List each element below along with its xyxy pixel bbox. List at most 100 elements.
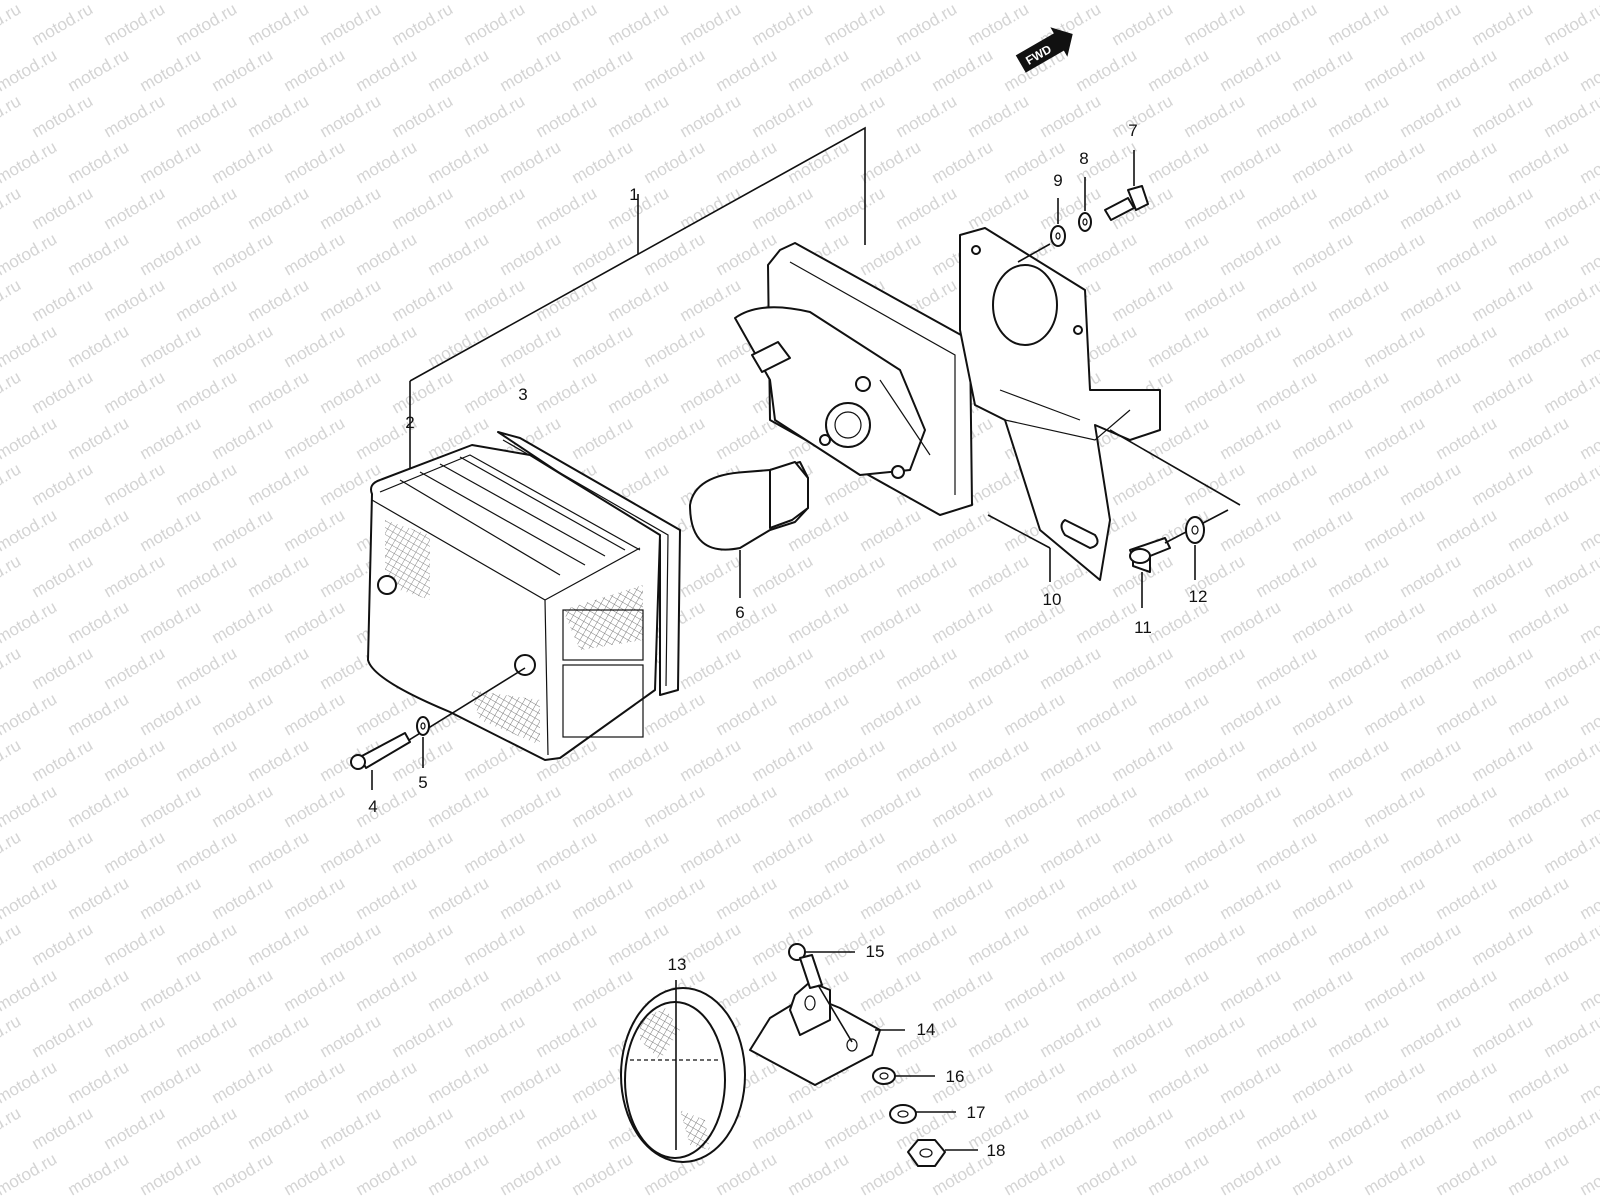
watermark-text: motod.ru [29,643,97,693]
watermark-text: motod.ru [173,1011,241,1061]
watermark-text: motod.ru [353,873,421,923]
watermark-text: motod.ru [893,551,961,601]
watermark-text: motod.ru [1001,689,1069,739]
watermark-text: motod.ru [1361,597,1429,647]
watermark-text: motod.ru [1001,781,1069,831]
watermark-text: motod.ru [317,183,385,233]
watermark-text: motod.ru [1289,137,1357,187]
screw-15 [788,943,855,1043]
watermark-text: motod.ru [893,643,961,693]
watermark-text: motod.ru [1253,551,1321,601]
watermark-text: motod.ru [1541,1103,1600,1153]
watermark-text: motod.ru [209,965,277,1015]
watermark-text: motod.ru [821,1103,889,1153]
watermark-text: motod.ru [0,1057,60,1107]
watermark-text: motod.ru [29,1103,97,1153]
watermark-text: motod.ru [389,827,457,877]
watermark-text: motod.ru [1541,367,1600,417]
watermark-text: motod.ru [1541,1011,1600,1061]
watermark-text: motod.ru [569,137,637,187]
watermark-text: motod.ru [929,965,997,1015]
callout-9: 9 [1053,171,1062,190]
watermark-text: motod.ru [29,183,97,233]
watermark-text: motod.ru [425,1057,493,1107]
watermark-text: motod.ru [965,91,1033,141]
watermark-text: motod.ru [1109,919,1177,969]
watermark-text: motod.ru [245,275,313,325]
watermark-text: motod.ru [65,1057,133,1107]
watermark-text: motod.ru [569,45,637,95]
watermark-text: motod.ru [245,1011,313,1061]
watermark-text: motod.ru [1541,551,1600,601]
watermark-text: motod.ru [209,1057,277,1107]
watermark-text: motod.ru [965,643,1033,693]
watermark-text: motod.ru [1145,781,1213,831]
watermark-text: motod.ru [245,827,313,877]
watermark-text: motod.ru [1469,919,1537,969]
watermark-text: motod.ru [1145,137,1213,187]
watermark-text: motod.ru [0,229,60,279]
watermark-text: motod.ru [965,827,1033,877]
watermark-text: motod.ru [29,0,97,49]
watermark-text: motod.ru [101,1195,169,1200]
washer-12 [1185,516,1205,580]
watermark-text: motod.ru [1001,965,1069,1015]
watermark-text: motod.ru [1541,919,1600,969]
watermark-text: motod.ru [1181,1011,1249,1061]
watermark-text: motod.ru [101,367,169,417]
watermark-text: motod.ru [353,45,421,95]
watermark-text: motod.ru [533,1103,601,1153]
watermark-text: motod.ru [1577,505,1600,555]
watermark-text: motod.ru [1217,689,1285,739]
watermark-text: motod.ru [173,91,241,141]
watermark-text: motod.ru [1469,1011,1537,1061]
watermark-text: motod.ru [857,873,925,923]
bracket-14 [749,981,905,1086]
watermark-text: motod.ru [389,919,457,969]
watermark-text: motod.ru [929,689,997,739]
watermark-text: motod.ru [0,643,24,693]
watermark-text: motod.ru [209,873,277,923]
watermark-text: motod.ru [461,1195,529,1200]
watermark-text: motod.ru [1541,0,1600,49]
lock-washer-17 [889,1104,956,1124]
light-housing [734,242,973,516]
watermark-text: motod.ru [1325,367,1393,417]
watermark-text: motod.ru [389,1011,457,1061]
watermark-text: motod.ru [173,827,241,877]
watermark-text: motod.ru [1145,0,1213,3]
watermark-text: motod.ru [893,919,961,969]
washer-8 [1078,177,1092,232]
watermark-text: motod.ru [281,1057,349,1107]
watermark-text: motod.ru [1289,413,1357,463]
watermark-text: motod.ru [461,275,529,325]
watermark-text: motod.ru [1541,459,1600,509]
watermark-text: motod.ru [1433,137,1501,187]
watermark-text: motod.ru [353,689,421,739]
watermark-text: motod.ru [749,643,817,693]
watermark-text: motod.ru [461,827,529,877]
watermark-text: motod.ru [677,1195,745,1200]
watermark-text: motod.ru [857,965,925,1015]
watermark-text: motod.ru [29,919,97,969]
washer-9 [1017,198,1066,263]
watermark-text: motod.ru [1109,643,1177,693]
watermark-text: motod.ru [1469,91,1537,141]
watermark-text: motod.ru [533,919,601,969]
watermark-text: motod.ru [1109,827,1177,877]
watermark-text: motod.ru [605,367,673,417]
watermark-text: motod.ru [1397,459,1465,509]
watermark-text: motod.ru [353,229,421,279]
watermark-text: motod.ru [497,781,565,831]
watermark-text: motod.ru [569,1149,637,1199]
watermark-text: motod.ru [1577,321,1600,371]
watermark-text: motod.ru [569,781,637,831]
callout-16: 16 [946,1067,965,1086]
watermark-text: motod.ru [173,367,241,417]
watermark-text: motod.ru [1541,643,1600,693]
watermark-text: motod.ru [785,781,853,831]
watermark-text: motod.ru [821,183,889,233]
watermark-text: motod.ru [1397,919,1465,969]
watermark-text: motod.ru [137,229,205,279]
watermark-text: motod.ru [1073,45,1141,95]
